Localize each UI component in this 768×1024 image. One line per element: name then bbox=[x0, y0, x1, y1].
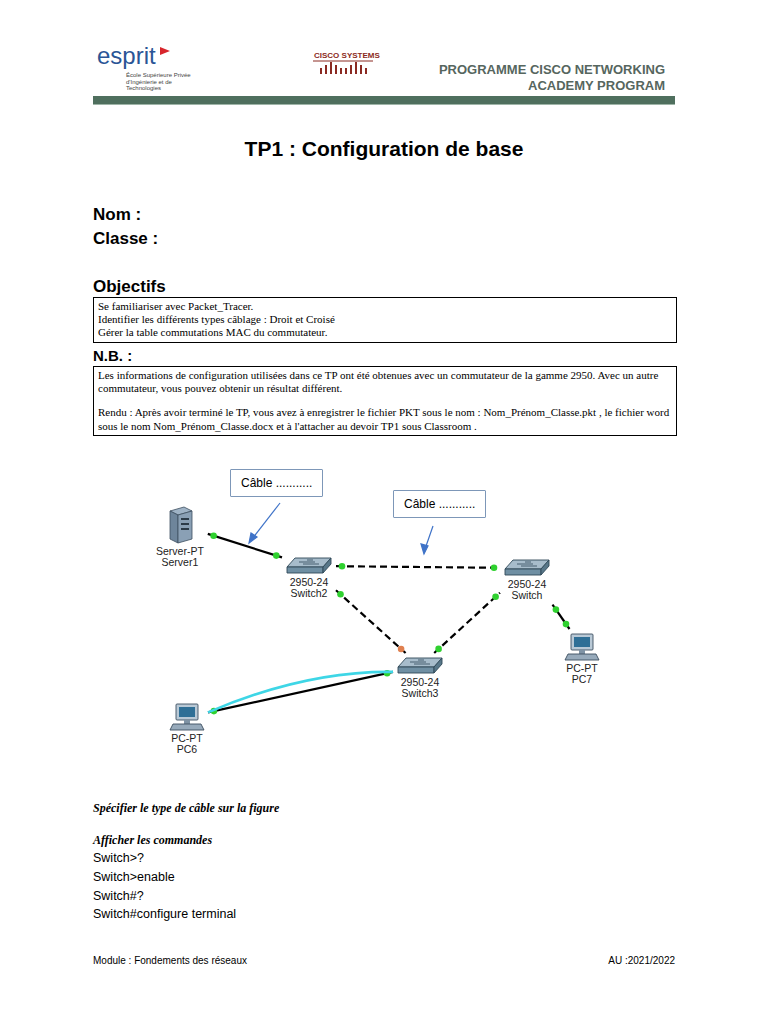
pc-device: PC-PTPC7 bbox=[564, 632, 600, 686]
straight-cable bbox=[208, 672, 393, 713]
logo-space bbox=[100, 72, 122, 85]
switch-icon bbox=[396, 656, 444, 676]
logo-subtitle: École Supérieure Privée d'Ingénierie et … bbox=[126, 72, 204, 92]
device-label: PC7 bbox=[564, 674, 600, 685]
link-light bbox=[435, 646, 442, 653]
callout-text: Câble ........... bbox=[241, 476, 312, 490]
crossover-cable bbox=[434, 593, 500, 653]
server-icon bbox=[166, 505, 194, 545]
switch-icon bbox=[285, 556, 333, 576]
straight-cable bbox=[208, 534, 282, 558]
switch-device: 2950-24Switch2 bbox=[285, 556, 333, 600]
section-heading: N.B. : bbox=[93, 347, 132, 364]
form-field: Nom : bbox=[93, 205, 141, 225]
cable-callout: Câble ........... bbox=[230, 469, 323, 497]
link-light bbox=[553, 606, 560, 613]
note-box: Les informations de configuration utilis… bbox=[93, 366, 677, 436]
box-text: Les informations de configuration utilis… bbox=[98, 369, 672, 395]
logo-flag bbox=[160, 47, 170, 55]
server-device: Server-PTServer1 bbox=[155, 505, 205, 569]
cisco-rule bbox=[313, 61, 373, 62]
device-label: Switch2 bbox=[285, 588, 333, 599]
page-title: TP1 : Configuration de base bbox=[0, 137, 768, 161]
command-line: Switch>? bbox=[93, 851, 144, 865]
link-light bbox=[337, 591, 344, 598]
link-light bbox=[491, 564, 498, 571]
device-label: Switch3 bbox=[396, 688, 444, 699]
link-light bbox=[339, 563, 346, 570]
device-label: PC-PT bbox=[564, 663, 600, 674]
switch-device: 2950-24Switch bbox=[503, 558, 551, 602]
link-light bbox=[273, 552, 280, 559]
switch-icon bbox=[503, 558, 551, 578]
section-heading: Objectifs bbox=[93, 277, 166, 297]
header-bar bbox=[93, 96, 675, 104]
program-heading: PROGRAMME CISCO NETWORKING bbox=[380, 62, 665, 77]
crossover-cable bbox=[336, 566, 500, 568]
device-label: 2950-24 bbox=[503, 579, 551, 590]
switch-device: 2950-24Switch3 bbox=[396, 656, 444, 700]
console-cable bbox=[208, 672, 393, 713]
device-label: 2950-24 bbox=[396, 677, 444, 688]
instruction: Afficher les commandes bbox=[93, 833, 212, 848]
cisco-bars bbox=[320, 62, 367, 74]
device-label: Server1 bbox=[155, 557, 205, 568]
footer-text: Module : Fondements des réseaux bbox=[93, 955, 247, 966]
box-text: Se familiariser avec Packet_Tracer. bbox=[98, 300, 672, 313]
callout-text: Câble ........... bbox=[404, 497, 475, 511]
box-text: Identifier les différents types câblage … bbox=[98, 313, 672, 326]
objectives-box: Se familiariser avec Packet_Tracer.Ident… bbox=[93, 297, 677, 343]
device-label: PC-PT bbox=[169, 733, 205, 744]
cable-callout: Câble ........... bbox=[393, 490, 486, 518]
device-label: 2950-24 bbox=[285, 577, 333, 588]
footer-text: AU :2021/2022 bbox=[520, 955, 675, 966]
command-line: Switch#configure terminal bbox=[93, 907, 236, 921]
form-field: Classe : bbox=[93, 229, 158, 249]
header-bar-line bbox=[93, 104, 675, 105]
box-text: Gérer la table commutations MAC du commu… bbox=[98, 326, 672, 339]
logo-text: esprit bbox=[97, 42, 156, 70]
device-label: Switch bbox=[503, 590, 551, 601]
crossover-cable bbox=[336, 590, 406, 653]
program-heading: ACADEMY PROGRAM bbox=[380, 78, 665, 93]
cisco-logo-text: CISCO SYSTEMS bbox=[314, 51, 380, 60]
pc-device: PC-PTPC6 bbox=[169, 702, 205, 756]
instruction: Spécifier le type de câble sur la figure bbox=[93, 801, 279, 816]
command-line: Switch#? bbox=[93, 889, 144, 903]
pc-icon bbox=[169, 702, 205, 732]
link-light bbox=[563, 621, 570, 628]
link-light bbox=[398, 646, 405, 653]
straight-cable bbox=[553, 605, 570, 629]
device-label: PC6 bbox=[169, 744, 205, 755]
device-label: Server-PT bbox=[155, 546, 205, 557]
link-light bbox=[210, 532, 217, 539]
pc-icon bbox=[564, 632, 600, 662]
command-line: Switch>enable bbox=[93, 870, 175, 884]
link-light bbox=[492, 594, 499, 601]
box-text: Rendu : Après avoir terminé le TP, vous … bbox=[98, 406, 672, 432]
